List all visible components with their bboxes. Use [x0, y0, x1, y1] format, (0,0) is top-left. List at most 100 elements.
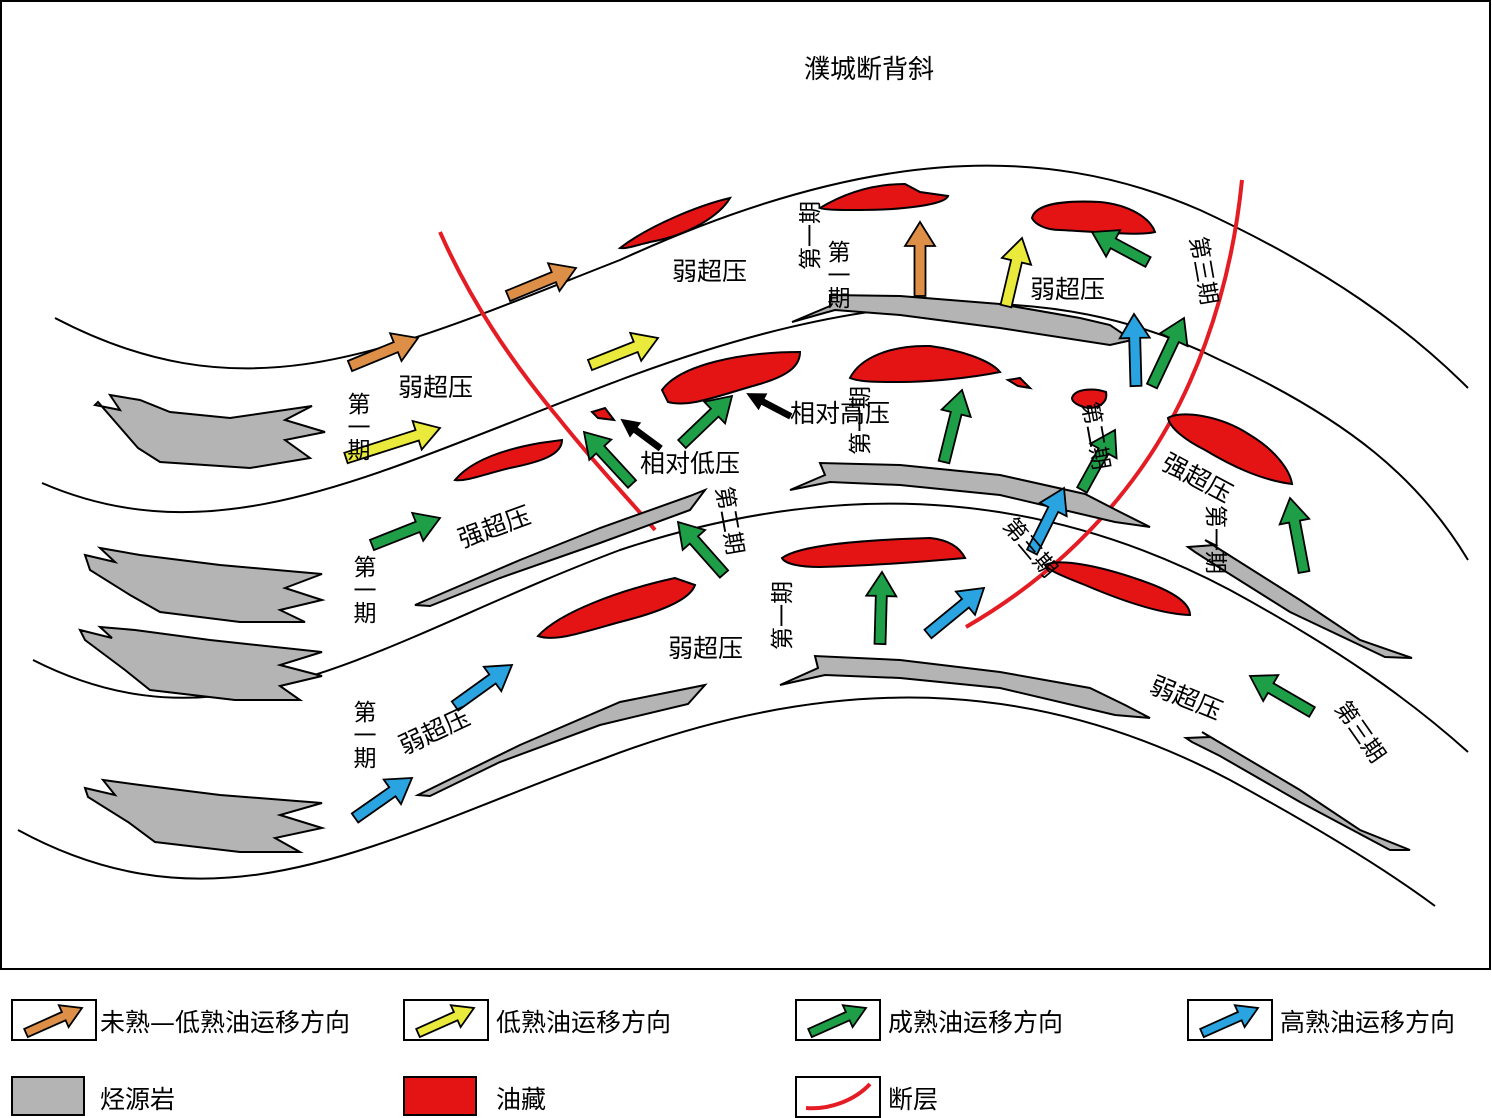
- fault-right: [964, 179, 1244, 629]
- label-phase-1-f: 第一期: [848, 386, 874, 455]
- migration-arrow-high-mature: [1118, 312, 1152, 388]
- label-phase-3-c: 第三期: [1329, 697, 1390, 768]
- stratum-boundary-4: [17, 696, 1436, 907]
- migration-arrows: [343, 220, 1317, 824]
- label-phase-3-a: 第三期: [1184, 235, 1222, 307]
- legend-arrow-shape-low-mature: [415, 1004, 476, 1039]
- red-curve-icon: [805, 1082, 872, 1111]
- migration-arrow-black: [620, 418, 663, 452]
- migration-arrow-mature: [1145, 316, 1189, 390]
- green-arrow-icon: [807, 1004, 868, 1039]
- source-rock-right-1: [1185, 539, 1413, 659]
- migration-arrow-high-mature: [450, 664, 514, 712]
- legend-item-low-mature: 低熟油运移方向: [403, 999, 671, 1041]
- oil-reservoir-2: [817, 182, 950, 212]
- label-strong-overpressure-1: 强超压: [454, 501, 534, 554]
- legend-label-mature: 成熟油运移方向: [888, 1008, 1063, 1037]
- migration-arrow-immature-low: [504, 262, 578, 303]
- label-phase-2-b: 第二期: [1076, 400, 1114, 472]
- label-relative-high-pressure: 相对高压: [790, 399, 890, 428]
- migration-arrow-low-mature: [586, 331, 660, 372]
- diagram-frame: [0, 0, 1491, 970]
- legend-item-reservoir: 油藏: [403, 1076, 546, 1116]
- oil-reservoir-12: [536, 576, 697, 639]
- migration-arrow-immature-low: [346, 332, 420, 373]
- migration-arrow-mature: [676, 394, 734, 450]
- legend-arrow-shape-mature: [807, 1004, 868, 1039]
- legend: 未熟—低熟油运移方向 低熟油运移方向 成熟油运移方向 高熟油运移方向 烃源岩 油…: [11, 999, 1455, 1118]
- oil-reservoir-7: [1070, 388, 1108, 410]
- legend-label-immature-low: 未熟—低熟油运移方向: [100, 1008, 350, 1037]
- oil-reservoirs: [453, 182, 1294, 639]
- label-phase-1-e: 第一期: [798, 201, 824, 270]
- legend-label-low-mature: 低熟油运移方向: [496, 1008, 671, 1037]
- migration-arrow-mature: [1248, 674, 1317, 719]
- oil-reservoir-11: [780, 536, 967, 569]
- label-weak-overpressure-1: 弱超压: [672, 257, 747, 286]
- label-phase-1-c: 第一期: [349, 700, 377, 769]
- orange-arrow-icon: [23, 1004, 84, 1039]
- source-rock-left-4: [83, 778, 326, 853]
- legend-label-source-rock: 烃源岩: [100, 1085, 175, 1114]
- diagram-title: 濮城断背斜: [804, 55, 934, 85]
- migration-arrow-mature: [1278, 496, 1311, 575]
- oil-reservoir-3: [1030, 200, 1157, 235]
- legend-item-source-rock: 烃源岩: [11, 1076, 175, 1116]
- source-rock-left-3: [78, 625, 323, 701]
- source-rock-right-2: [1182, 731, 1411, 851]
- migration-arrow-mature: [676, 520, 730, 579]
- migration-arrow-low-mature: [999, 236, 1033, 309]
- label-weak-overpressure-2: 弱超压: [398, 373, 473, 402]
- legend-arrow-shape-immature-low: [23, 1004, 84, 1039]
- label-weak-overpressure-4: 弱超压: [668, 634, 743, 663]
- source-rock-left-2: [83, 546, 326, 623]
- source-rock-mid-1: [414, 487, 708, 608]
- yellow-arrow-icon: [415, 1004, 476, 1039]
- legend-item-high-mature: 高熟油运移方向: [1187, 999, 1455, 1041]
- migration-arrow-black: [746, 393, 793, 420]
- fault-left: [438, 231, 657, 532]
- migration-arrow-mature: [1075, 428, 1118, 494]
- migration-arrow-mature: [582, 430, 638, 489]
- label-phase-1-h: 第一期: [1202, 505, 1228, 574]
- oil-reservoir-6: [1005, 376, 1033, 390]
- faults: [438, 179, 1244, 629]
- source-rock-mid-2: [414, 683, 708, 798]
- legend-item-mature: 成熟油运移方向: [795, 999, 1063, 1041]
- oil-reservoir-9: [453, 438, 564, 482]
- label-phase-1-b: 第一期: [349, 555, 377, 624]
- source-rock-center-right: [789, 461, 1151, 528]
- source-rock-left-1: [92, 393, 326, 470]
- label-weak-overpressure-3: 弱超压: [1030, 275, 1105, 304]
- legend-item-fault: 断层: [795, 1076, 938, 1118]
- label-phase-1-d: 第一期: [823, 240, 851, 309]
- migration-arrow-mature: [368, 511, 442, 552]
- label-weak-overpressure-5: 弱超压: [1146, 671, 1226, 726]
- migration-arrow-mature: [937, 388, 973, 465]
- legend-label-reservoir: 油藏: [496, 1085, 546, 1114]
- stratum-boundary-1: [54, 164, 1469, 389]
- label-phase-1-g: 第一期: [770, 581, 796, 650]
- source-rocks: [78, 293, 1413, 853]
- migration-arrow-low-mature: [343, 419, 442, 465]
- legend-label-fault: 断层: [888, 1085, 938, 1114]
- label-weak-overpressure-6: 弱超压: [394, 702, 474, 760]
- oil-reservoir-1: [617, 196, 733, 250]
- oil-reservoir-4: [660, 350, 802, 405]
- source-rock-upper-right: [791, 293, 1135, 347]
- red-swatch-icon: [403, 1076, 477, 1116]
- source-rock-lower-center: [779, 654, 1151, 719]
- label-relative-low-pressure: 相对低压: [640, 449, 740, 478]
- migration-arrow-mature: [864, 570, 898, 646]
- gray-swatch-icon: [11, 1076, 85, 1116]
- migration-arrow-immature-low: [903, 220, 937, 297]
- legend-label-high-mature: 高熟油运移方向: [1280, 1008, 1455, 1037]
- label-phase-2-a: 第二期: [710, 485, 748, 557]
- legend-box-fault: [795, 1076, 881, 1118]
- legend-arrow-shape-high-mature: [1199, 1004, 1260, 1039]
- label-phase-1-a: 第一期: [343, 392, 371, 461]
- oil-reservoir-8: [590, 406, 617, 422]
- oil-reservoir-10: [1166, 413, 1294, 486]
- blue-arrow-icon: [1199, 1004, 1260, 1039]
